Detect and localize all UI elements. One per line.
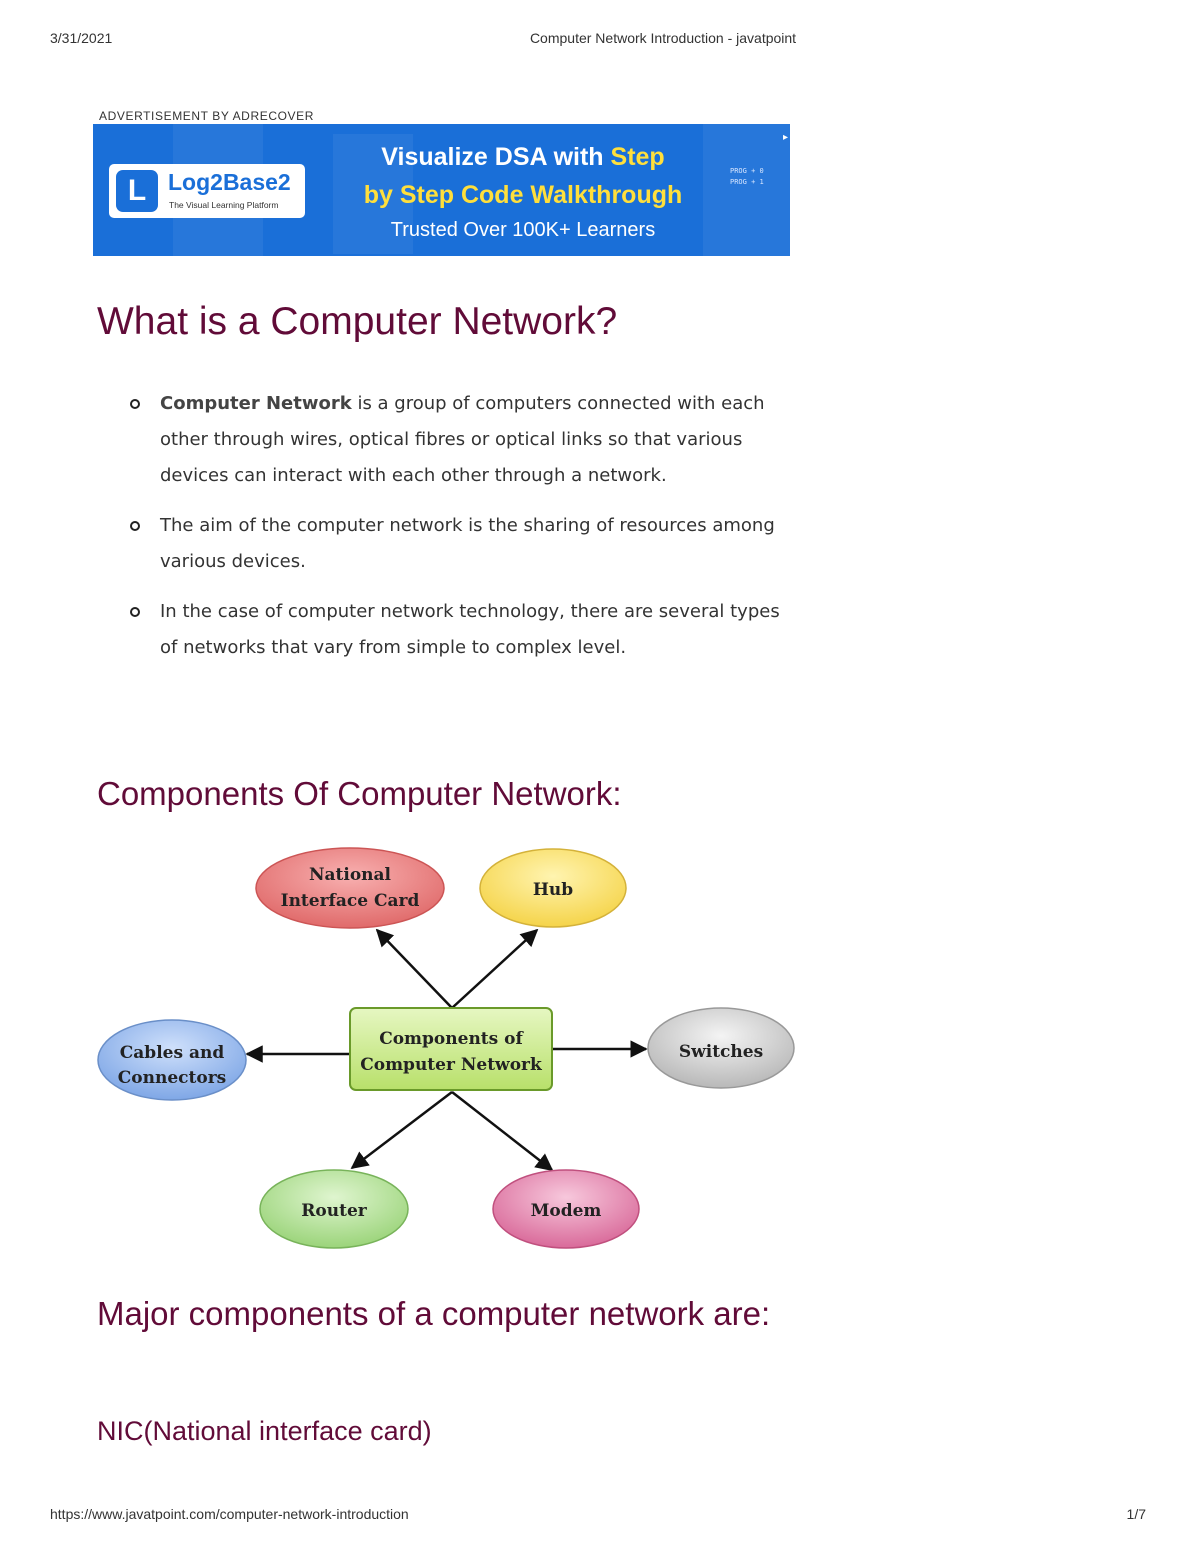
- logo-brand: Log2Base2: [168, 169, 291, 195]
- nic-label-line1: National: [309, 865, 392, 885]
- switches-node: Switches: [647, 1007, 795, 1089]
- list-item: In the case of computer network technolo…: [130, 594, 790, 666]
- center-label-line2: Computer Network: [360, 1055, 543, 1075]
- ad-headline: Visualize DSA with Step by Step Code Wal…: [343, 138, 703, 214]
- router-label: Router: [301, 1201, 367, 1221]
- print-title: Computer Network Introduction - javatpoi…: [529, 30, 797, 46]
- components-heading: Components Of Computer Network:: [97, 775, 622, 812]
- major-components-heading: Major components of a computer network a…: [97, 1295, 771, 1332]
- router-node: Router: [259, 1169, 409, 1249]
- ad-headline-part2: by Step Code Walkthrough: [363, 181, 683, 209]
- ad-headline-highlight: Step: [610, 143, 665, 171]
- list-item-text: is a group of computers connected with e…: [160, 393, 765, 486]
- ad-code-line: PROG + 1: [730, 178, 764, 186]
- ad-code-snippet: PROG + 0 PROG + 1: [730, 166, 764, 188]
- switches-label: Switches: [679, 1042, 763, 1062]
- list-item-text: In the case of computer network technolo…: [160, 601, 780, 658]
- components-diagram: National Interface Card Hub Cables and C…: [97, 847, 795, 1249]
- logo-mark-icon: L: [116, 170, 158, 212]
- nic-heading: NIC(National interface card): [97, 1416, 432, 1446]
- arrow-to-modem: [451, 1091, 554, 1172]
- arrow-to-nic: [375, 928, 453, 1009]
- arrow-to-router: [350, 1091, 453, 1170]
- print-url: https://www.javatpoint.com/computer-netw…: [50, 1506, 409, 1522]
- logo-tagline: The Visual Learning Platform: [169, 200, 279, 210]
- ad-subtext: Trusted Over 100K+ Learners: [390, 219, 656, 241]
- cables-label-line1: Cables and: [120, 1043, 225, 1063]
- hub-label: Hub: [533, 880, 573, 900]
- ad-headline-part1: Visualize DSA with: [381, 143, 611, 171]
- bullet-icon: [130, 399, 140, 409]
- bullet-icon: [130, 521, 140, 531]
- list-item-text: The aim of the computer network is the s…: [160, 515, 775, 572]
- nic-label-line2: Interface Card: [281, 891, 420, 911]
- print-date: 3/31/2021: [50, 30, 113, 46]
- arrow-to-hub: [451, 928, 539, 1009]
- list-item-bold: Computer Network: [160, 393, 352, 414]
- log2base2-logo: L Log2Base2 The Visual Learning Platform: [109, 164, 305, 218]
- ad-code-line: PROG + 0: [730, 167, 764, 175]
- advertisement-label: ADVERTISEMENT BY ADRECOVER: [99, 109, 314, 123]
- nic-node: National Interface Card: [255, 847, 445, 929]
- page-number: 1/7: [1126, 1506, 1146, 1522]
- list-item: Computer Network is a group of computers…: [130, 386, 790, 494]
- print-header: 3/31/2021 Computer Network Introduction …: [0, 30, 1200, 50]
- list-item: The aim of the computer network is the s…: [130, 508, 790, 580]
- center-label-line1: Components of: [379, 1029, 524, 1049]
- intro-list: Computer Network is a group of computers…: [130, 386, 790, 680]
- print-footer: https://www.javatpoint.com/computer-netw…: [0, 1506, 1200, 1526]
- hub-node: Hub: [479, 848, 627, 928]
- cables-label-line2: Connectors: [118, 1068, 226, 1088]
- ad-choices-icon[interactable]: ▸: [782, 132, 788, 143]
- page-title: What is a Computer Network?: [97, 300, 618, 343]
- cables-node: Cables and Connectors: [97, 1019, 247, 1101]
- center-node: Components of Computer Network: [349, 1007, 553, 1091]
- advertisement-banner[interactable]: L Log2Base2 The Visual Learning Platform…: [93, 124, 790, 256]
- modem-label: Modem: [531, 1201, 602, 1221]
- bullet-icon: [130, 607, 140, 617]
- modem-node: Modem: [492, 1169, 640, 1249]
